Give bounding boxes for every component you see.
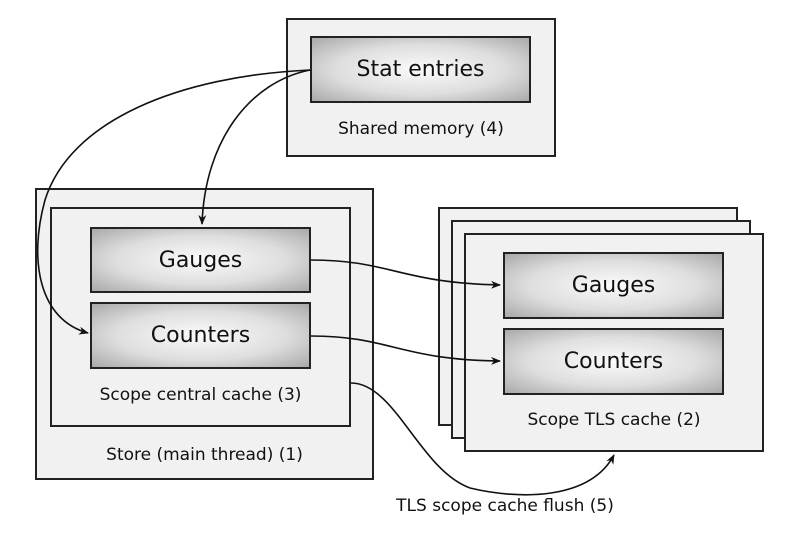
central-counters-label: Counters (150, 323, 251, 348)
central-counters-box: Counters (90, 302, 311, 369)
tls-counters-box: Counters (503, 328, 724, 395)
central-gauges-box: Gauges (90, 227, 311, 293)
tls-cache-label: Scope TLS cache (2) (527, 410, 701, 430)
store-label: Store (main thread) (1) (106, 445, 303, 465)
flush-label: TLS scope cache flush (5) (396, 496, 614, 516)
stat-entries-label: Stat entries (356, 57, 485, 82)
tls-gauges-label: Gauges (571, 273, 656, 298)
shared-memory-label: Shared memory (4) (338, 119, 504, 139)
stat-entries-box: Stat entries (310, 36, 531, 103)
central-gauges-label: Gauges (158, 247, 243, 273)
tls-gauges-box: Gauges (503, 252, 724, 319)
scope-central-cache-label: Scope central cache (3) (99, 385, 302, 405)
tls-counters-label: Counters (563, 349, 664, 374)
